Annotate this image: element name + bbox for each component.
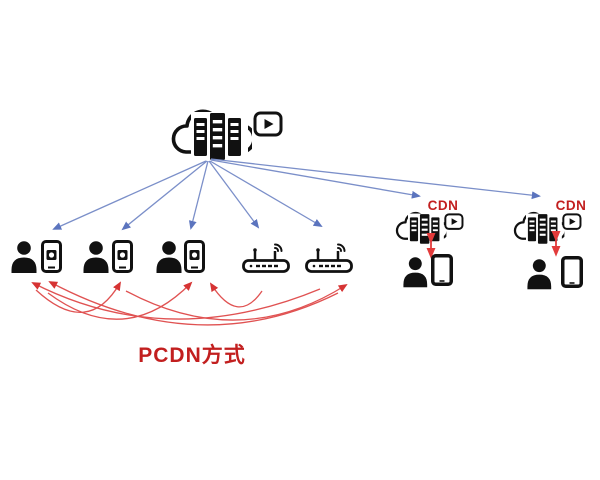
smartphone-icon [184,240,205,273]
origin-server-cloud-icon [171,109,252,162]
user-icon [527,259,552,290]
smartphone-icon [112,240,133,273]
smartphone-icon [41,240,62,273]
user-icon [83,241,109,273]
pcdn-method-label: PCDN方式 [138,343,246,367]
wifi-router-icon [242,243,290,273]
cdn-cloud-icon [513,211,565,245]
cdn-node-1: CDN [395,198,464,288]
origin-video-play-icon [253,111,283,137]
video-play-icon [444,213,464,230]
tablet-icon [431,254,453,286]
user-icon [11,241,37,273]
video-play-icon [562,213,582,230]
pcdn-client-3 [156,240,205,273]
p2p-sharing-arrows [31,281,348,326]
cdn-label: CDN [428,198,459,213]
pcdn-client-2 [83,240,133,273]
cdn-distribution-arrows [52,158,541,231]
tablet-icon [561,256,583,288]
user-icon [156,241,182,273]
cdn-node-2: CDN [513,198,587,290]
wifi-router-icon [305,243,353,273]
user-icon [403,257,428,288]
cdn-label: CDN [556,198,587,213]
cdn-cloud-icon [395,211,447,245]
pcdn-client-1 [11,240,62,273]
